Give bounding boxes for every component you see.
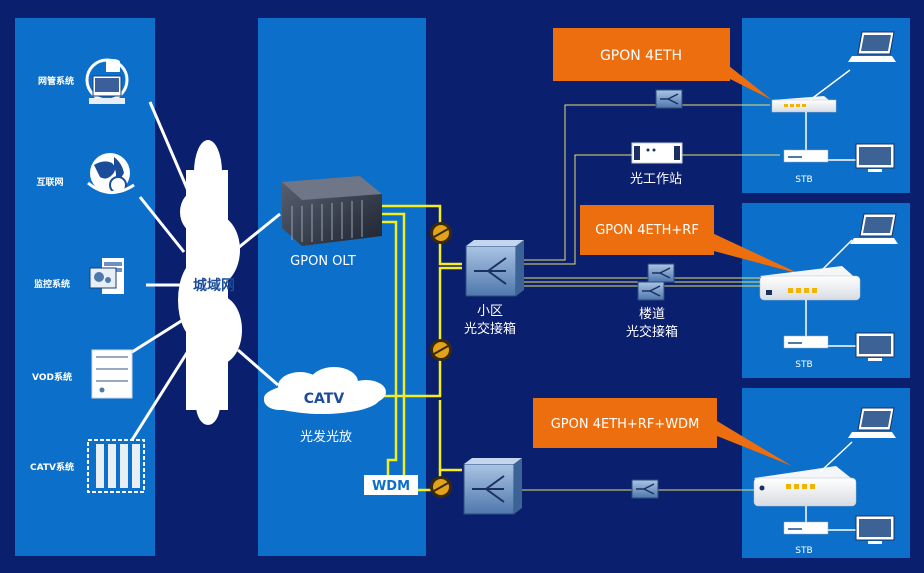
left-item-label-vod: VOD系统: [32, 371, 72, 383]
left-item-label-internet: 互联网: [36, 176, 63, 188]
server-icon: [91, 349, 133, 399]
olt-label: GPON OLT: [290, 254, 356, 269]
callout-gpon-4eth-rf: [580, 205, 800, 274]
corridor-splitter-icon-2: [637, 281, 665, 301]
server-rack-icon: [87, 439, 145, 493]
stb-label-middle: STB: [795, 360, 812, 370]
district-box-label-2: 光交接箱: [464, 321, 516, 337]
fiber-lines: [380, 204, 462, 492]
small-splitter-icon-bottom: [631, 479, 659, 499]
stb-icon-bottom: [783, 521, 829, 535]
catv-label: CATV: [304, 391, 345, 407]
cross-connect-icon-bottom: [463, 458, 522, 515]
callout-label-gpon-4eth-rf: GPON 4ETH+RF: [595, 223, 699, 238]
left-item-label-catv: CATV系统: [30, 461, 74, 473]
callout-gpon-4eth: [553, 28, 772, 100]
left-panel: [15, 18, 155, 556]
left-item-label-monitoring: 监控系统: [34, 278, 70, 290]
laptop-icon-bottom: [848, 407, 896, 438]
globe-icon: [87, 153, 135, 194]
callout-label-gpon-4eth: GPON 4ETH: [600, 48, 682, 64]
callout-label-gpon-4eth-rf-wdm: GPON 4ETH+RF+WDM: [551, 417, 700, 432]
tv-icon-top: [855, 143, 895, 172]
tv-icon-middle: [855, 332, 895, 361]
stb-label-bottom: STB: [795, 546, 812, 556]
monitoring-icon: [89, 258, 124, 294]
wdm-label: WDM: [372, 479, 410, 494]
wdm-box: [364, 475, 418, 495]
ont-links-bottom: [805, 441, 856, 531]
callout-gpon-4eth-rf-wdm: [533, 398, 792, 466]
laptop-icon-middle: [850, 213, 898, 244]
district-cross-connect-icon: [465, 240, 524, 297]
catv-caption: 光发光放: [300, 429, 352, 445]
corridor-box-label-2: 光交接箱: [626, 324, 678, 340]
small-splitter-icon-top: [655, 89, 683, 109]
optical-station-icon: [631, 142, 683, 164]
corridor-box-label-1: 楼道: [639, 307, 665, 322]
ont-links-middle: [805, 239, 856, 347]
stb-label-top: STB: [795, 175, 812, 185]
left-item-label-network-management: 网管系统: [38, 75, 74, 87]
laptop-icon-top: [848, 31, 896, 62]
olt-device: [282, 176, 382, 246]
metro-network-cloud: [178, 140, 242, 425]
network-management-icon: [85, 58, 129, 104]
ont-links-top: [805, 69, 856, 161]
center-panel: [258, 18, 426, 556]
ont-device-bottom: [753, 466, 857, 507]
optical-station-label: 光工作站: [630, 172, 682, 187]
corridor-splitter-icon-1: [647, 263, 675, 283]
tv-icon-bottom: [855, 515, 895, 544]
stb-icon-middle: [783, 335, 829, 349]
splitter-icon-2: [430, 339, 452, 361]
stb-icon-top: [783, 149, 829, 163]
splitter-icon-1: [430, 222, 452, 244]
district-box-label-1: 小区: [477, 304, 503, 319]
splitter-icon-3: [430, 476, 452, 498]
metro-network-label: 城域网: [193, 277, 235, 294]
metro-links: [130, 101, 281, 441]
ont-device-middle: [759, 266, 861, 301]
ont-device-top: [771, 96, 837, 113]
catv-cloud: [264, 367, 386, 414]
